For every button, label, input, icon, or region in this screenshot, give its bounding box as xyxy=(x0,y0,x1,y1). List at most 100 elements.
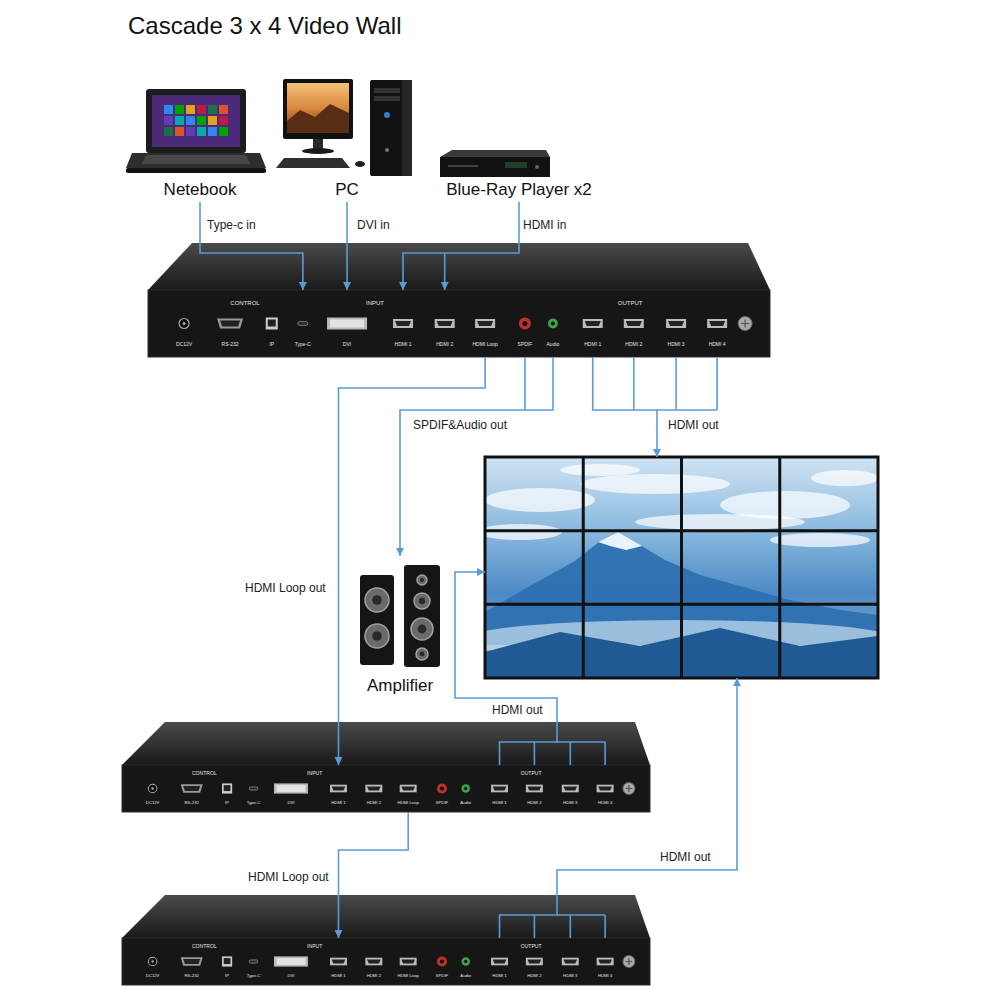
monitor xyxy=(283,79,353,139)
edge-label: SPDIF&Audio out xyxy=(413,418,507,432)
signal-wire xyxy=(716,357,718,410)
speaker-center xyxy=(419,598,425,604)
spdif-port xyxy=(437,956,447,966)
laptop-screen xyxy=(152,95,240,147)
speaker-cone xyxy=(414,593,430,609)
hdmi-inner xyxy=(585,321,601,326)
signal-wire xyxy=(675,357,677,410)
ground-screw xyxy=(738,317,752,331)
screw-slot xyxy=(745,320,746,328)
screen-tile xyxy=(208,105,217,114)
speaker-center xyxy=(420,652,425,657)
wall-frame xyxy=(485,457,878,678)
port-label: SPDIF xyxy=(518,341,533,346)
player-top xyxy=(440,150,550,157)
video-wall xyxy=(485,457,878,678)
typec-port xyxy=(249,960,257,963)
unit-top xyxy=(122,722,650,765)
signal-connector xyxy=(400,357,525,556)
hdmi-inner xyxy=(401,959,415,963)
rj45-inner xyxy=(224,785,231,791)
processor-unit xyxy=(122,895,650,985)
dc-pin xyxy=(151,787,154,790)
port-label: DC12V xyxy=(146,800,160,804)
port-label: HDMI 2 xyxy=(625,341,642,346)
db9-inner xyxy=(183,959,200,964)
audio-port xyxy=(461,784,469,792)
player-node: Blue-Ray Player x2 xyxy=(430,145,608,202)
pc-node: PC xyxy=(277,75,417,202)
hdmi-port xyxy=(491,958,508,966)
drive-bay xyxy=(374,96,400,101)
amplifier-node: Amplifier xyxy=(350,556,450,698)
signal-connector xyxy=(338,812,408,938)
screen-tile xyxy=(197,127,206,136)
monitor-foot xyxy=(302,148,334,154)
hdmi-inner xyxy=(709,321,725,326)
port-label: DC12V xyxy=(146,973,160,977)
hdmi-port xyxy=(666,319,686,328)
section-label: OUTPUT xyxy=(521,945,542,950)
port-label: HDMI 2 xyxy=(436,341,453,346)
hdmi-inner xyxy=(598,786,612,790)
screen-tile xyxy=(164,105,173,114)
port-label: HDMI 2 xyxy=(527,800,541,804)
hdmi-inner xyxy=(668,321,684,326)
screen-tile xyxy=(175,116,184,125)
signal-wire xyxy=(569,742,571,765)
signal-wire xyxy=(557,914,605,916)
rj45-inner xyxy=(224,958,231,964)
processor-unit xyxy=(148,243,770,357)
rj45-port xyxy=(222,783,232,793)
signal-wire xyxy=(633,357,635,410)
hdmi-inner xyxy=(493,786,507,790)
edge-label: HDMI out xyxy=(660,850,711,864)
node-label: Blue-Ray Player x2 xyxy=(446,180,592,200)
spdif-inner xyxy=(440,959,444,963)
screen-tile xyxy=(208,116,217,125)
spdif-inner xyxy=(522,321,527,326)
dc-pin xyxy=(183,322,186,325)
hdmi-inner xyxy=(395,321,411,326)
cloud xyxy=(580,474,730,494)
screen-tile xyxy=(186,105,195,114)
speaker-center xyxy=(420,578,424,582)
rj45-port xyxy=(266,318,278,330)
unit-front xyxy=(148,290,770,357)
port-label: HDMI 3 xyxy=(563,973,577,977)
db9-port xyxy=(181,784,203,792)
section-label: OUTPUT xyxy=(521,772,542,777)
screen-tile xyxy=(197,116,206,125)
speaker-box xyxy=(360,575,394,665)
screw-slot xyxy=(628,958,629,965)
hdmi-inner xyxy=(528,786,542,790)
hdmi-port xyxy=(707,319,727,328)
laptop-node: Netebook xyxy=(120,85,280,202)
screen-tile xyxy=(164,127,173,136)
port-label: DVI xyxy=(287,800,294,804)
hdmi-port xyxy=(365,785,382,793)
hdmi-port xyxy=(562,958,579,966)
db9-port xyxy=(217,319,243,329)
speaker-center xyxy=(372,595,382,605)
screen-tile xyxy=(186,127,195,136)
hdmi-inner xyxy=(367,786,381,790)
screen-tile xyxy=(219,127,228,136)
screen-hills xyxy=(287,104,349,133)
screen-tile xyxy=(175,127,184,136)
spdif-port xyxy=(437,783,447,793)
signal-connector xyxy=(455,572,557,765)
port-label: RS-232 xyxy=(185,973,199,977)
mountain-snow xyxy=(598,532,642,550)
port-label: HDMI 2 xyxy=(527,973,541,977)
hdmi-port xyxy=(330,958,347,966)
tower-logo xyxy=(385,148,389,152)
speaker-icon xyxy=(360,565,440,667)
signal-connector xyxy=(200,202,303,290)
signal-connector xyxy=(593,357,657,457)
hdmi-port xyxy=(435,319,455,328)
dc-port xyxy=(148,784,156,792)
audio-port xyxy=(548,319,558,329)
pc-icon xyxy=(276,79,412,176)
